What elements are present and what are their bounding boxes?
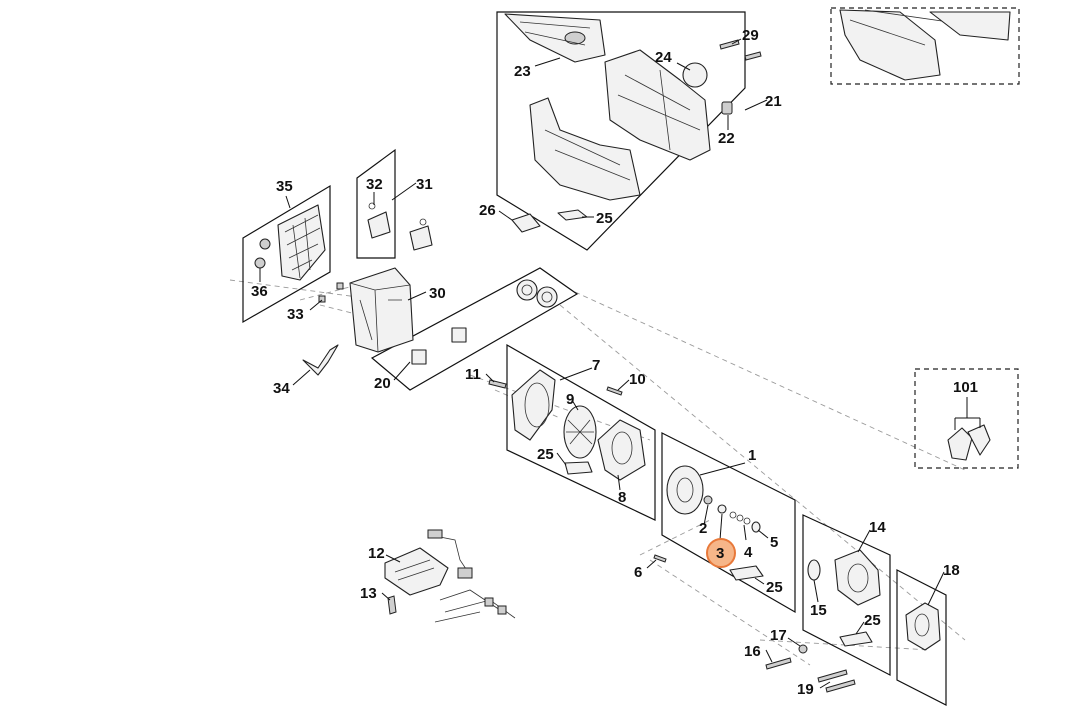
callout-25-top[interactable]: 25 (596, 210, 613, 227)
frame-motor-1 (661, 432, 796, 614)
screw-part-16 (765, 657, 792, 670)
callout-36[interactable]: 36 (251, 283, 268, 300)
pad-part-25-fan (564, 461, 593, 475)
block-part-20a (411, 349, 427, 365)
frame-topright-dashed (830, 7, 1020, 85)
frame-housing-21 (496, 11, 746, 251)
pad-part-25-top (557, 209, 588, 221)
ring-part-20a (516, 279, 538, 301)
disc-part-24 (682, 62, 708, 88)
parts (254, 9, 1011, 693)
filter-part-35 (277, 204, 326, 281)
callout-3[interactable]: 3 (716, 545, 724, 562)
frame-filter-35 (242, 184, 331, 324)
screw-part-13 (387, 595, 397, 615)
callout-25-flange[interactable]: 25 (864, 612, 881, 629)
screws-part-36 (254, 238, 271, 269)
leader-lines (259, 38, 981, 689)
callout-23[interactable]: 23 (514, 63, 531, 80)
callout-1[interactable]: 1 (748, 447, 756, 464)
callout-15[interactable]: 15 (810, 602, 827, 619)
callout-20[interactable]: 20 (374, 375, 391, 392)
callout-2[interactable]: 2 (699, 520, 707, 537)
alignment-guides (229, 279, 966, 666)
frame-flange-14 (802, 514, 891, 676)
callout-16[interactable]: 16 (744, 643, 761, 660)
callout-21[interactable]: 21 (765, 93, 782, 110)
callout-32[interactable]: 32 (366, 176, 383, 193)
callout-14[interactable]: 14 (869, 519, 886, 536)
callout-19[interactable]: 19 (797, 681, 814, 698)
small-part-33a (336, 282, 344, 290)
impeller-part-9 (563, 405, 597, 459)
callout-17[interactable]: 17 (770, 627, 787, 644)
ring-part-5 (751, 521, 761, 533)
callout-18[interactable]: 18 (943, 562, 960, 579)
frame-bracket-20 (370, 267, 579, 391)
spacer-rings-part-4 (729, 511, 751, 525)
spring-part-34 (302, 344, 339, 376)
pin-part-10 (606, 386, 623, 396)
callout-25-fan[interactable]: 25 (537, 446, 554, 463)
assembly-frames (242, 7, 1020, 706)
callout-24[interactable]: 24 (655, 49, 672, 66)
screw-part-6 (653, 554, 667, 563)
callout-9[interactable]: 9 (566, 391, 574, 408)
callout-22[interactable]: 22 (718, 130, 735, 147)
kit-part-101 (947, 424, 991, 461)
motor-part-1 (666, 465, 704, 515)
callout-29[interactable]: 29 (742, 27, 759, 44)
pad-part-25-flange (839, 631, 873, 647)
small-part-33b (318, 295, 326, 303)
washer-part-17 (798, 644, 808, 654)
callout-10[interactable]: 10 (629, 371, 646, 388)
callout-8[interactable]: 8 (618, 489, 626, 506)
frame-parts-31 (356, 148, 396, 259)
nut-part-22 (721, 101, 733, 115)
fan-housing-part-7 (511, 369, 556, 441)
callout-25-motor[interactable]: 25 (766, 579, 783, 596)
callout-34[interactable]: 34 (273, 380, 290, 397)
circlip-part-15 (807, 559, 821, 581)
housing-half-part-23 (504, 13, 606, 63)
clip-parts-31-32 (367, 202, 433, 251)
callout-101[interactable]: 101 (953, 379, 978, 396)
ring-part-20b (536, 286, 558, 308)
housing-part-30 (349, 267, 414, 353)
housing-lower-part (529, 97, 641, 201)
callout-labels: 1 2 3 4 5 6 7 8 9 10 11 12 13 14 15 16 1… (251, 27, 978, 698)
callout-26[interactable]: 26 (479, 202, 496, 219)
frame-kit-101 (914, 368, 1019, 469)
flange-part-14 (834, 549, 881, 606)
housing-part-21-main (604, 49, 711, 161)
pad-part-25-motor (729, 565, 764, 581)
callout-5[interactable]: 5 (770, 534, 778, 551)
callout-35[interactable]: 35 (276, 178, 293, 195)
frame-cover-18 (896, 569, 947, 706)
callout-11[interactable]: 11 (465, 366, 481, 383)
highlighted-callout-marker[interactable] (706, 538, 736, 568)
pad-part-26 (511, 213, 541, 233)
cover-part-8 (597, 419, 646, 481)
block-part-20b (451, 327, 467, 343)
callout-7[interactable]: 7 (592, 357, 600, 374)
washer-part-2 (703, 495, 713, 505)
screw-part-11 (488, 379, 507, 389)
control-unit-part-12 (384, 529, 516, 623)
callout-4[interactable]: 4 (744, 544, 753, 561)
seal-part-3 (717, 504, 727, 514)
topright-housing-fragment (839, 9, 1011, 81)
callout-12[interactable]: 12 (368, 545, 385, 562)
callout-13[interactable]: 13 (360, 585, 377, 602)
callout-30[interactable]: 30 (429, 285, 446, 302)
callout-31[interactable]: 31 (416, 176, 433, 193)
screws-part-19b (825, 679, 856, 693)
callout-6[interactable]: 6 (634, 564, 642, 581)
cover-part-18 (905, 602, 941, 651)
screws-part-19a (817, 669, 848, 683)
callout-33[interactable]: 33 (287, 306, 304, 323)
frame-fan-7 (506, 343, 656, 521)
